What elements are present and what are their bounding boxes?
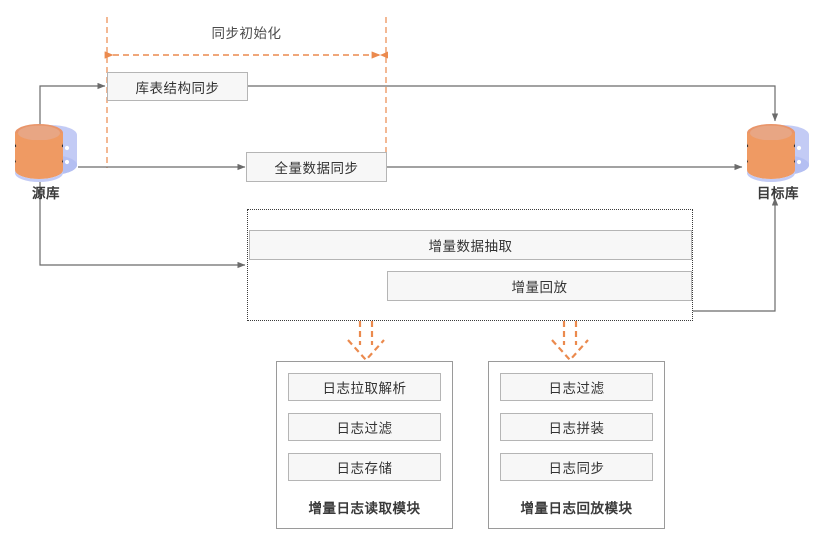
edge-incremental-replay-to-target <box>693 197 779 312</box>
step-incremental-replay[interactable]: 增量回放 <box>387 271 692 301</box>
edge-extract-to-read-module <box>347 321 385 362</box>
incremental-stage-group <box>247 209 693 321</box>
step-full-data-sync[interactable]: 全量数据同步 <box>246 152 387 182</box>
target-database-icon <box>742 122 814 189</box>
edge-replay-to-replay-module <box>551 321 589 362</box>
edge-schema-sync-to-target <box>247 85 779 122</box>
step-schema-sync[interactable]: 库表结构同步 <box>107 72 248 101</box>
module-replay-item-2[interactable]: 日志同步 <box>500 453 653 481</box>
module-read-item-2[interactable]: 日志存储 <box>288 453 441 481</box>
sync-init-label: 同步初始化 <box>211 26 282 41</box>
module-replay-item-0[interactable]: 日志过滤 <box>500 373 653 401</box>
source-database-label: 源库 <box>32 186 60 201</box>
module-read-item-0[interactable]: 日志拉取解析 <box>288 373 441 401</box>
module-replay <box>488 361 665 529</box>
step-incremental-extract[interactable]: 增量数据抽取 <box>249 230 692 260</box>
source-database-icon <box>10 122 82 189</box>
module-read <box>276 361 453 529</box>
module-replay-title: 增量日志回放模块 <box>520 501 633 516</box>
target-database-label: 目标库 <box>757 186 799 201</box>
module-read-item-1[interactable]: 日志过滤 <box>288 413 441 441</box>
module-replay-item-1[interactable]: 日志拼装 <box>500 413 653 441</box>
module-read-title: 增量日志读取模块 <box>308 501 421 516</box>
